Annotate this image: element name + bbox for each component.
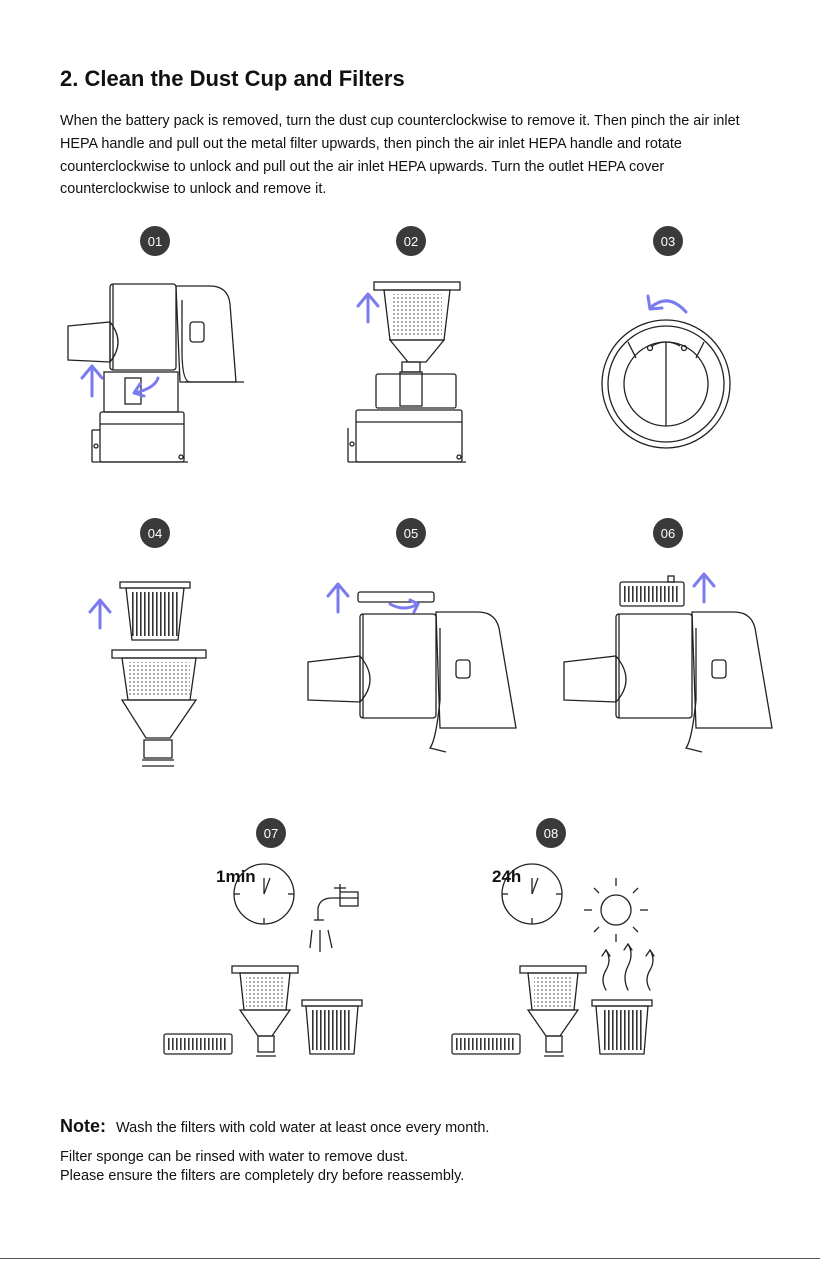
faucet-icon: [309, 884, 359, 952]
step-06-illustration: [563, 575, 773, 753]
step-08-parts: [451, 965, 653, 1057]
step-06-arrow: [692, 572, 716, 604]
note-label: Note:: [60, 1116, 106, 1136]
step-08-clock: [501, 863, 563, 925]
note-line-3: Please ensure the filters are completely…: [60, 1168, 465, 1184]
note-line-1: Wash the filters with cold water at leas…: [116, 1120, 490, 1136]
step-badge-06: 06: [653, 518, 683, 548]
step-03-illustration: [601, 319, 731, 449]
step-07-parts: [163, 965, 363, 1057]
step-badge-01: 01: [140, 226, 170, 256]
step-badge-04: 04: [140, 518, 170, 548]
note-details: Filter sponge can be rinsed with water t…: [60, 1148, 464, 1186]
note-block: Note: Wash the filters with cold water a…: [60, 1116, 489, 1138]
step-badge-05: 05: [396, 518, 426, 548]
step-03-arrow: [646, 294, 688, 314]
step-badge-07: 07: [256, 818, 286, 848]
wash-duration: 1min: [216, 867, 256, 886]
step-07-clock: [233, 863, 295, 925]
note-line-2: Filter sponge can be rinsed with water t…: [60, 1149, 409, 1165]
step-04-illustration: [111, 581, 207, 767]
step-02-illustration: [347, 281, 466, 463]
step-badge-02: 02: [396, 226, 426, 256]
step-05-illustration: [307, 591, 517, 753]
dry-duration: 24h: [492, 867, 521, 886]
sun-icon: [584, 878, 648, 942]
section-title: 2. Clean the Dust Cup and Filters: [60, 66, 405, 91]
step-badge-03: 03: [653, 226, 683, 256]
step-04-arrow: [88, 598, 112, 630]
step-05-arrows: [326, 582, 420, 614]
step-02-arrow: [356, 292, 380, 324]
step-01-arrows: [80, 364, 160, 398]
footer-rule: [0, 1258, 820, 1259]
intro-paragraph: When the battery pack is removed, turn t…: [60, 113, 740, 198]
heat-waves-icon: [601, 942, 655, 991]
step-01-illustration: [67, 283, 244, 463]
step-badge-08: 08: [536, 818, 566, 848]
